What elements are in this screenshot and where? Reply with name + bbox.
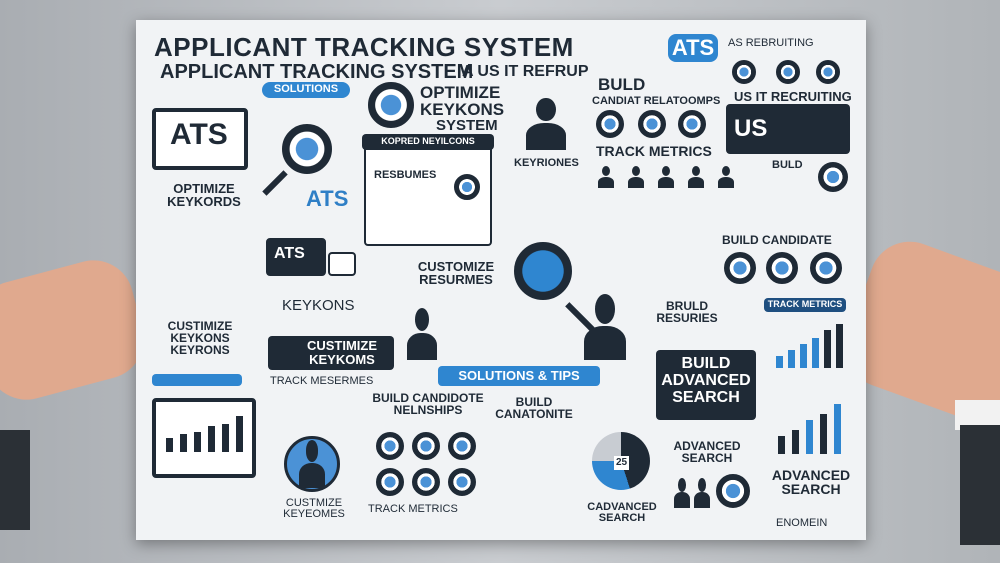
chart-bar [236,416,243,452]
chart-bar [166,438,173,452]
left-sleeve [0,430,30,530]
search-person-icon [514,242,572,300]
chart-bar [778,436,785,454]
build-resumes-label: BRULD RESURIES [656,299,718,325]
chart-bar [222,424,229,452]
dark-blue-pill [152,374,242,386]
target-icon [638,110,666,138]
chart-bar [800,344,807,368]
person-silhouette [296,440,328,488]
custimize-keykoms-box: CUSTIMIZE KEYKOMS [268,336,394,370]
chart-bar [834,404,841,454]
kopred-header: KOPRED NEYILCONS [362,134,494,150]
customize-resurmes-label: CUSTOMIZE RESURMES [417,259,495,287]
advanced-search-right-label: ADVANCED SEARCH [771,467,851,497]
target-icon [766,252,798,284]
person-silhouette [580,294,630,360]
chart-bar [788,350,795,368]
optimize-keykords-label: OPTIMIZE KEYKORDS [167,181,241,209]
keyriones-label: KEYRIONES [514,157,579,169]
us-badge: US [726,104,850,154]
person-silhouette [404,308,440,360]
person-row [686,166,706,188]
custimize-keykons-label: CUSTIMIZE KEYKONS KEYRONS [167,319,233,357]
poster-title: APPLICANT TRACKING SYSTEM [154,32,574,62]
build-small-label: BULD [772,159,803,171]
chart-bar [208,426,215,452]
optimize-keykons-label: OPTIMIZE KEYKONS [420,83,505,119]
icon-circle [412,432,440,460]
build-candidate-label: BUILD CANDIDATE [722,233,832,247]
build-candidote-label: BUILD CANDIDOTE NELNSHIPS [372,391,484,417]
cadvanced-search-label: CADVANCED SEARCH [587,501,657,524]
chart-bar [820,414,827,454]
title-ats-badge: ATS [668,34,718,62]
chart-bar [180,434,187,452]
target-icon [724,252,756,284]
magnifier-icon [282,124,332,174]
icon-circle [448,432,476,460]
icon-circle [376,432,404,460]
subtitle-tail: A US IT REFRUP [462,63,589,80]
target-icon [732,60,756,84]
enomein-label: ENOMEIN [776,517,828,529]
track-meserimes-label: TRACK MESERMES [270,375,374,387]
target-icon [678,110,706,138]
buld-label: BULD [598,75,646,94]
keykons-label: KEYKONS [282,297,355,314]
magnifier-handle [262,170,288,196]
build-canatonite-label: BUILD CANATONITE [495,395,573,421]
ats-truck-label: ATS [274,245,305,262]
poster-subtitle: APPLICANT TRACKING SYSTEM [160,61,474,83]
target-icon [776,60,800,84]
ats-monitor [152,108,248,170]
target-icon [368,82,414,128]
donut-center-label: 25 [614,456,630,470]
build-advanced-search-box: BUILD ADVANCED SEARCH [656,350,756,420]
icon-circle [412,468,440,496]
icon-circle [376,468,404,496]
track-metrics-top-label: TRACK METRICS [596,143,712,159]
ats-monitor-label: ATS [170,118,228,151]
top-right-label: AS REBRUITING [728,37,814,49]
chart-bar [792,430,799,454]
left-hand [0,251,153,409]
person-silhouette [522,98,570,150]
person-row [716,166,736,188]
chart-bar [824,330,831,368]
us-it-recruiting-label: US IT RECRUITING [734,89,852,104]
target-icon [810,252,842,284]
person-row [626,166,646,188]
solutions-tips-pill: SOLUTIONS & TIPS [438,366,600,386]
chart-bar [806,420,813,454]
system-label: SYSTEM [436,117,498,134]
target-icon [816,60,840,84]
chart-bar [776,356,783,368]
track-metrics-pill: TRACK METRICS [764,298,846,312]
target-icon [596,110,624,138]
person-row [596,166,616,188]
ats-blue-label: ATS [306,186,349,211]
chart-bar [812,338,819,368]
gear-icon [818,162,848,192]
infographic-poster: APPLICANT TRACKING SYSTEM ATS AS REBRUIT… [136,20,866,540]
truck-cab [328,252,356,276]
customize-keyeomes-label: CUSTMIZE KEYEOMES [283,497,345,520]
chart-bar [194,432,201,452]
person-row [656,166,676,188]
person-silhouette [672,478,692,508]
solutions-pill: SOLUTIONS [262,82,350,98]
icon-circle [448,468,476,496]
resbumes-label: RESBUMES [374,169,437,181]
gear-icon [454,174,480,200]
advanced-search-mid-label: ADVANCED SEARCH [673,439,741,465]
ats-truck [266,238,326,276]
candidate-relations-label: CANDIAT RELATOOMPS [592,95,721,107]
chart-bar [836,324,843,368]
track-metrics-bottom-label: TRACK METRICS [368,503,458,515]
right-sleeve [960,425,1000,545]
person-silhouette [692,478,712,508]
target-icon [716,474,750,508]
